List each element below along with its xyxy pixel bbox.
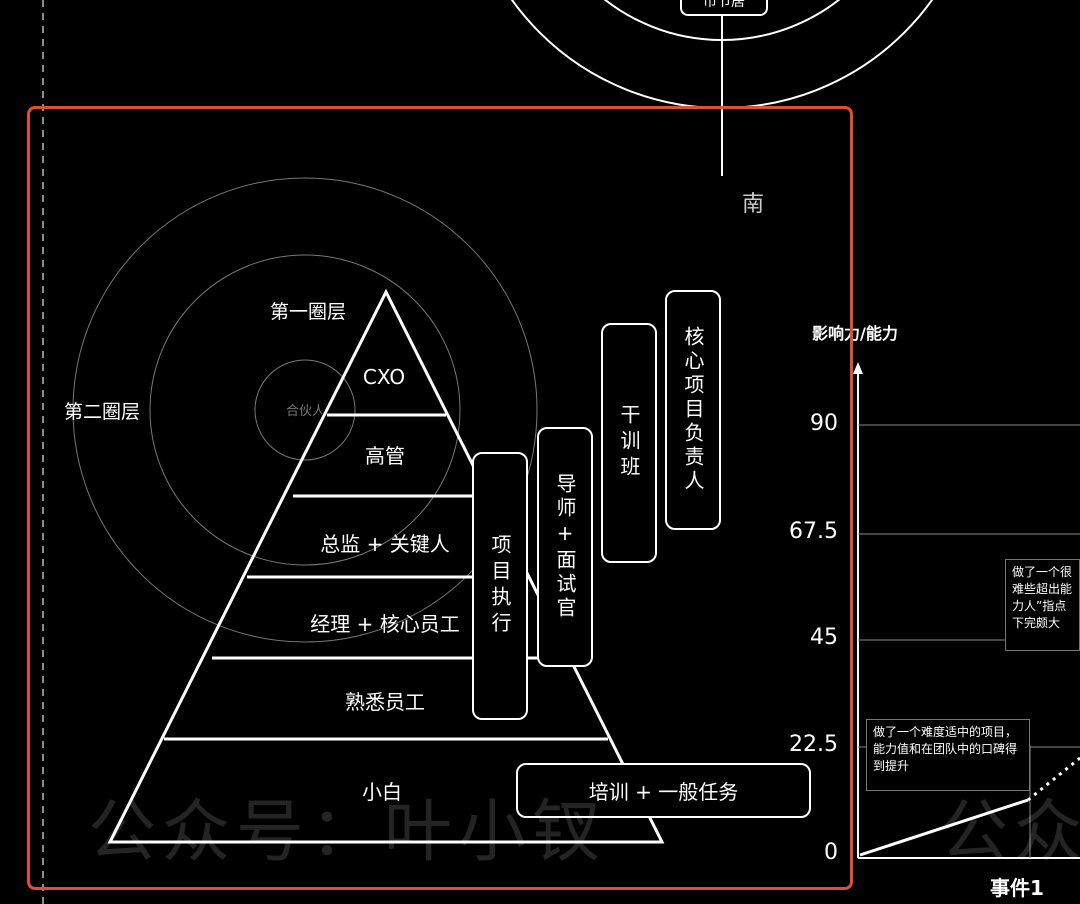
chart-note-2: 做了一个很难些超出能力人”指点下完颇大: [1005, 559, 1080, 651]
training-class-box: 干训班: [601, 323, 657, 563]
tier-familiar-staff: 熟悉员工: [345, 690, 425, 714]
training-class-text: 干训班: [617, 404, 641, 482]
ytick-45: 45: [810, 625, 838, 650]
growth-line-dotted: [1027, 756, 1080, 802]
compass-top-label: 市节居: [680, 0, 768, 16]
chart-ylabel: 影响力/能力: [812, 324, 898, 343]
ytick-0: 0: [824, 840, 838, 865]
chart-xlabel: 事件1: [990, 876, 1044, 900]
first-circle-label: 第一圈层: [270, 301, 347, 323]
tier-newbie: 小白: [362, 780, 402, 804]
tier-manager: 经理 + 核心员工: [310, 612, 460, 636]
watermark: 公众号：叶小钗: [88, 793, 607, 872]
core-project-lead-text: 核心项目负责人: [681, 326, 705, 494]
first-circle-ring: [149, 254, 461, 566]
second-circle-ring: [72, 177, 538, 643]
partner-circle-ring: [254, 359, 356, 461]
direction-south-label: 南: [742, 192, 765, 217]
compass-top-text: 市节居: [703, 0, 745, 10]
training-task-box: 培训 + 一般任务: [516, 763, 811, 818]
project-execution-text: 项目执行: [488, 534, 512, 638]
ytick-90: 90: [810, 411, 838, 436]
ytick-22-5: 22.5: [789, 732, 838, 757]
growth-line: [859, 798, 1029, 857]
ytick-67-5: 67.5: [789, 519, 838, 544]
second-circle-label: 第二圈层: [64, 401, 141, 423]
mentor-interviewer-text: 导师+面试官: [553, 473, 577, 621]
tier-cxo: CXO: [362, 365, 406, 389]
tier-senior-mgmt: 高管: [365, 444, 405, 468]
project-execution-box: 项目执行: [472, 452, 528, 720]
training-task-text: 培训 + 一般任务: [588, 780, 739, 804]
mentor-interviewer-box: 导师+面试官: [537, 427, 593, 667]
partner-label: 合伙人: [286, 404, 322, 419]
tier-director: 总监 + 关键人: [320, 532, 450, 556]
highlight-frame: [27, 106, 853, 890]
watermark-partial: 公众: [940, 793, 1080, 872]
core-project-lead-box: 核心项目负责人: [665, 290, 721, 530]
chart-note-1: 做了一个难度适中的项目，能力值和在团队中的口碑得到提升: [866, 719, 1030, 791]
